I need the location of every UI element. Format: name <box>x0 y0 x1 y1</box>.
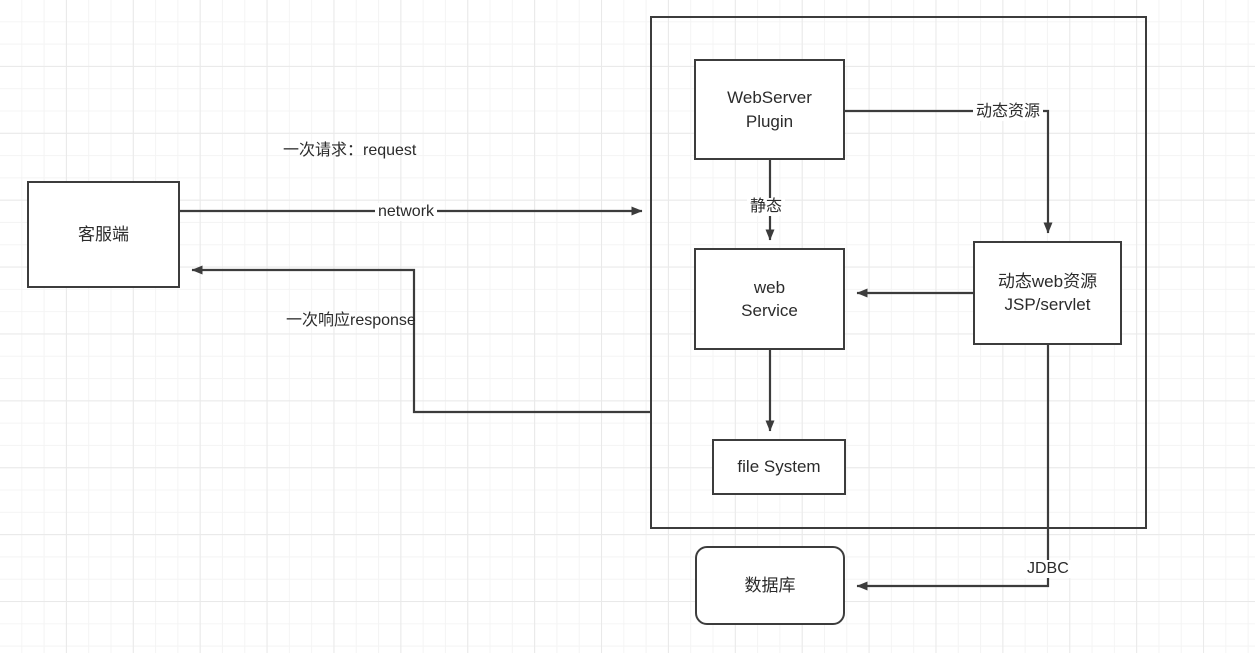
node-webserver-plugin-label: WebServer Plugin <box>727 88 812 131</box>
edge-server-to-client <box>191 265 650 414</box>
node-client-label: 客服端 <box>78 224 129 244</box>
node-web-service-label: web Service <box>741 277 798 320</box>
node-dynamic-web-resource[interactable]: 动态web资源 JSP/servlet <box>973 241 1122 345</box>
edge-label-jdbc: JDBC <box>1024 560 1072 578</box>
node-dynamic-web-resource-label: 动态web资源 JSP/servlet <box>997 271 1098 314</box>
node-web-service[interactable]: web Service <box>694 248 845 350</box>
edge-label-request: 一次请求：request <box>283 142 417 159</box>
node-webserver-plugin[interactable]: WebServer Plugin <box>694 59 845 160</box>
edge-label-network: network <box>375 203 438 221</box>
node-database[interactable]: 数据库 <box>695 546 845 625</box>
node-file-system-label: file System <box>737 457 821 477</box>
node-client[interactable]: 客服端 <box>27 181 180 288</box>
edge-label-dynamic-resource: 动态资源 <box>973 103 1044 121</box>
node-server-container[interactable] <box>650 16 1147 529</box>
edge-label-static: 静态 <box>747 198 786 216</box>
edge-label-response: 一次响应response <box>286 312 416 329</box>
node-file-system[interactable]: file System <box>712 439 846 495</box>
node-database-label: 数据库 <box>744 575 796 595</box>
